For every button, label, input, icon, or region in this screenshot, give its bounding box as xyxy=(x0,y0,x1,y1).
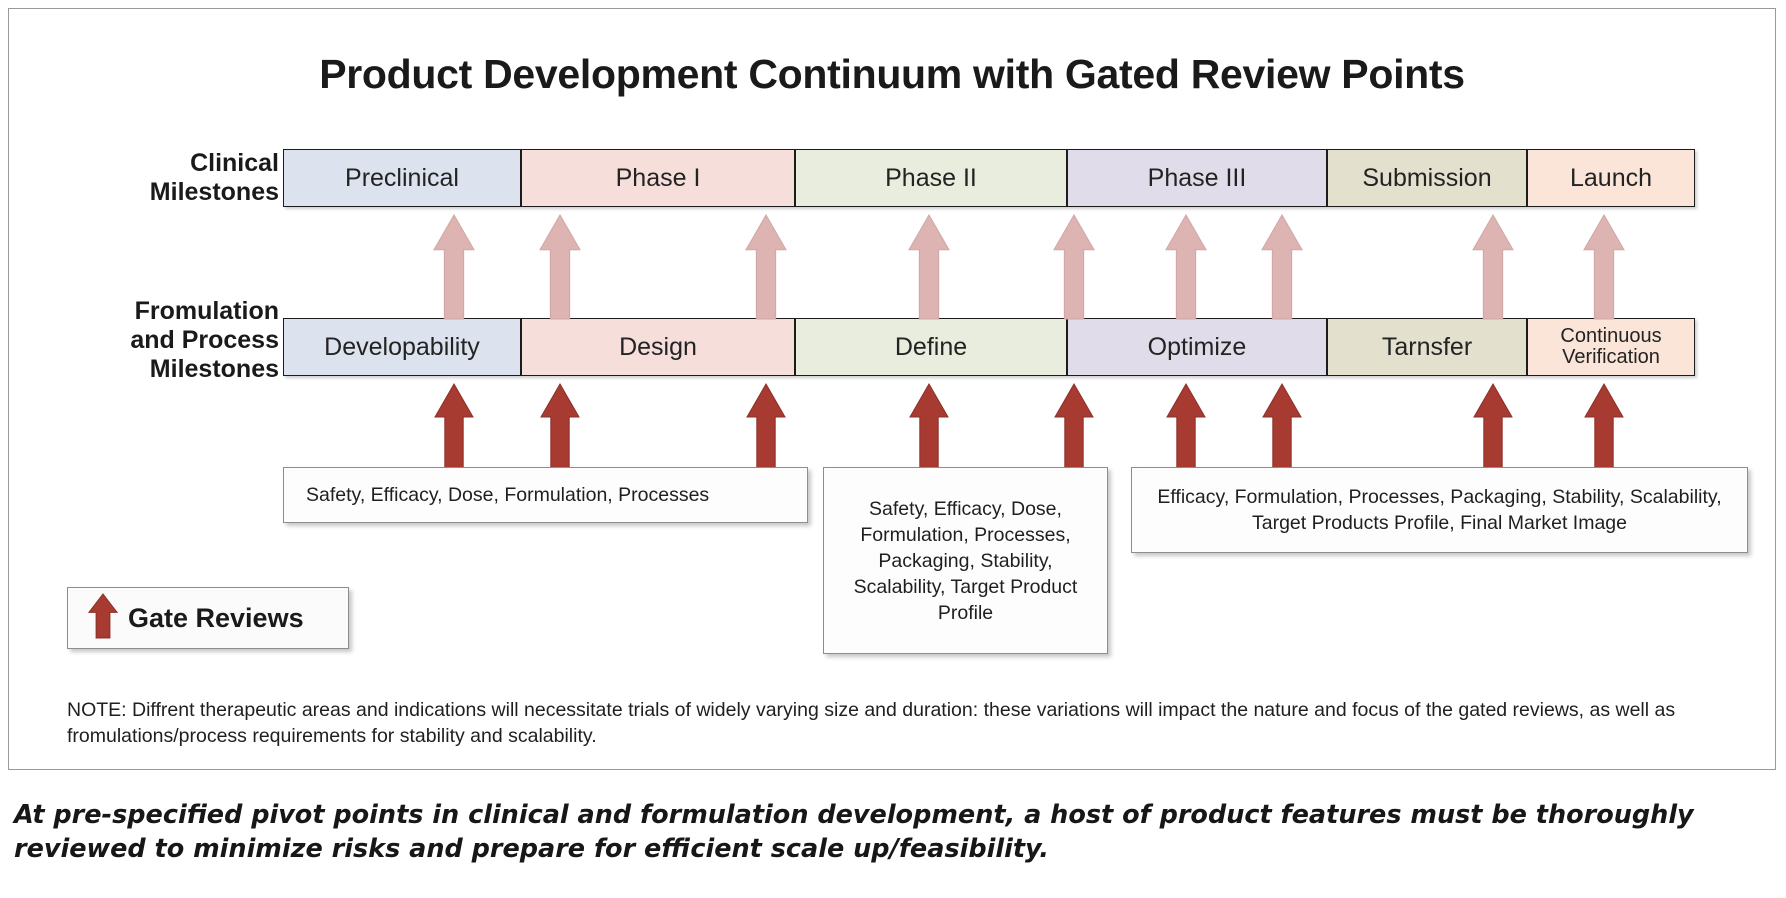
page-title: Product Development Continuum with Gated… xyxy=(319,51,1465,97)
note-text: NOTE: Diffrent therapeutic areas and ind… xyxy=(67,699,1676,747)
up-arrow-icon xyxy=(87,592,119,644)
gate-arrow-upper-7 xyxy=(1261,214,1303,320)
gate-arrow-lower-9 xyxy=(1584,383,1624,471)
gate-arrow-lower-2 xyxy=(540,383,580,471)
diagram-panel: Product Development Continuum with Gated… xyxy=(8,8,1776,770)
figure-caption: At pre-specified pivot points in clinica… xyxy=(14,800,1694,864)
feature-box-2-text: Safety, Efficacy, Dose, Formulation, Pro… xyxy=(853,497,1078,624)
gate-arrow-upper-3 xyxy=(745,214,787,320)
clinical-cell-1-label: Preclinical xyxy=(345,163,459,192)
gate-arrow-upper-8 xyxy=(1472,214,1514,320)
clinical-cell-2-label: Phase I xyxy=(615,163,701,192)
clinical-cell-4[interactable]: Phase III xyxy=(1067,149,1327,207)
formulation-milestones-label: Fromulation and Process Milestones xyxy=(29,297,279,384)
gate-arrow-lower-7 xyxy=(1262,383,1302,471)
clinical-cell-1[interactable]: Preclinical xyxy=(283,149,521,207)
formulation-label-line1: Fromulation xyxy=(134,297,279,325)
feature-box-1-text: Safety, Efficacy, Dose, Formulation, Pro… xyxy=(306,484,710,506)
feature-box-3-text: Efficacy, Formulation, Processes, Packag… xyxy=(1157,486,1722,534)
formulation-cell-4[interactable]: Optimize xyxy=(1067,318,1327,376)
formulation-cell-2[interactable]: Design xyxy=(521,318,795,376)
clinical-cell-6-label: Launch xyxy=(1569,163,1653,192)
gate-arrow-lower-5 xyxy=(1054,383,1094,471)
formulation-cell-3-label: Define xyxy=(894,332,968,361)
formulation-cell-1[interactable]: Developability xyxy=(283,318,521,376)
gate-arrow-lower-1 xyxy=(434,383,474,471)
formulation-cell-5[interactable]: Tarnsfer xyxy=(1327,318,1527,376)
gate-reviews-legend-label: Gate Reviews xyxy=(128,602,304,633)
gate-arrow-lower-4 xyxy=(909,383,949,471)
clinical-label-line2: Milestones xyxy=(149,178,279,206)
gate-arrow-upper-6 xyxy=(1165,214,1207,320)
gate-arrow-upper-9 xyxy=(1583,214,1625,320)
gate-arrow-lower-8 xyxy=(1473,383,1513,471)
formulation-cell-5-label: Tarnsfer xyxy=(1381,332,1473,361)
formulation-cell-6[interactable]: Continuous Verification xyxy=(1527,318,1695,376)
gate-arrow-lower-6 xyxy=(1166,383,1206,471)
clinical-label-line1: Clinical xyxy=(190,149,279,177)
feature-box-1: Safety, Efficacy, Dose, Formulation, Pro… xyxy=(283,467,808,523)
formulation-label-line3: Milestones xyxy=(149,355,279,383)
gate-arrow-upper-5 xyxy=(1053,214,1095,320)
gate-reviews-legend: Gate Reviews xyxy=(67,587,349,649)
gate-arrow-upper-2 xyxy=(539,214,581,320)
formulation-cell-3[interactable]: Define xyxy=(795,318,1067,376)
clinical-cell-4-label: Phase III xyxy=(1147,163,1247,192)
gate-arrow-upper-4 xyxy=(908,214,950,320)
clinical-cell-5-label: Submission xyxy=(1362,163,1492,192)
gate-arrow-upper-1 xyxy=(433,214,475,320)
clinical-cell-2[interactable]: Phase I xyxy=(521,149,795,207)
feature-box-2: Safety, Efficacy, Dose, Formulation, Pro… xyxy=(823,467,1108,654)
formulation-cell-2-label: Design xyxy=(619,332,697,361)
clinical-cell-3[interactable]: Phase II xyxy=(795,149,1067,207)
feature-box-3: Efficacy, Formulation, Processes, Packag… xyxy=(1131,467,1748,553)
gate-arrow-lower-3 xyxy=(746,383,786,471)
formulation-label-line2: and Process xyxy=(130,326,279,354)
clinical-cell-3-label: Phase II xyxy=(885,163,977,192)
clinical-cell-6[interactable]: Launch xyxy=(1527,149,1695,207)
formulation-cell-6-label: Continuous Verification xyxy=(1560,325,1662,368)
clinical-milestones-label: Clinical Milestones xyxy=(29,149,279,207)
formulation-cell-4-label: Optimize xyxy=(1147,332,1247,361)
clinical-cell-5[interactable]: Submission xyxy=(1327,149,1527,207)
formulation-cell-1-label: Developability xyxy=(324,332,480,361)
